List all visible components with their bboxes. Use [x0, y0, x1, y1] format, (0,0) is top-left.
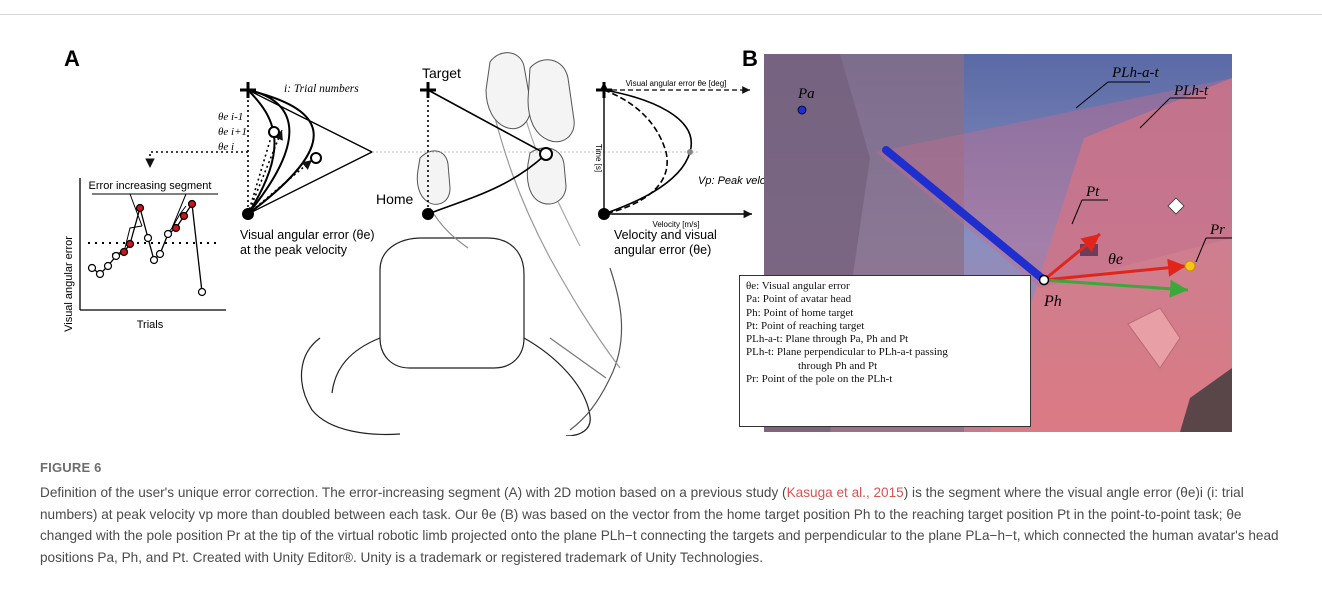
legend-line-3: Ph: Point of home target — [746, 307, 1024, 320]
ph-marker — [1040, 276, 1049, 285]
vel-time-label: Time [s] — [594, 144, 603, 172]
label-pl-ht: PLh-t — [1173, 83, 1209, 99]
target-label: Target — [422, 65, 461, 81]
figure-caption: Definition of the user's unique error co… — [40, 482, 1295, 568]
error-chart-y-label: Visual angular error — [63, 236, 75, 332]
citation-link[interactable]: Kasuga et al., 2015 — [787, 485, 904, 500]
error-chart-x-label: Trials — [137, 319, 164, 331]
legend-line-2: Pa: Point of avatar head — [746, 293, 1024, 306]
label-pl-hat: PLh-a-t — [1111, 65, 1159, 81]
vel-caption-1: Velocity and visual — [614, 228, 717, 242]
figure-svg: A i: Trial numbers θe i-1 θe — [50, 38, 1280, 436]
legend-line-8: Pr: Point of the pole on the PLh-t — [746, 373, 1024, 386]
peak-caption-2: at the peak velocity — [240, 243, 348, 257]
label-theta: θe — [1108, 251, 1123, 268]
legend-line-1: θe: Visual angular error — [746, 280, 1024, 293]
trajectory-fan — [248, 90, 372, 214]
top-rule — [0, 14, 1322, 15]
label-pt: Pt — [1085, 184, 1100, 200]
label-ph: Ph — [1043, 293, 1062, 310]
panel-b-legend: θe: Visual angular error Pa: Point of av… — [739, 275, 1031, 427]
pa-marker — [798, 106, 806, 114]
panel-a-label: A — [64, 46, 80, 71]
vel-caption-2: angular error (θe) — [614, 243, 711, 257]
label-pr: Pr — [1209, 222, 1225, 238]
error-increasing-label: Error increasing segment — [89, 180, 212, 192]
legend-line-6: PLh-t: Plane perpendicular to PLh-a-t pa… — [746, 346, 1024, 359]
peak-caption-1: Visual angular error (θe) — [240, 228, 375, 242]
panel-b-label: B — [742, 46, 758, 71]
trial-numbers-label: i: Trial numbers — [284, 83, 359, 95]
vel-top-axis-label: Visual angular error θe [deg] — [626, 79, 727, 88]
velocity-chart: Visual angular error θe [deg] Time [s] V… — [594, 79, 784, 257]
theta-label-1: θe i-1 — [218, 111, 243, 123]
label-pa: Pa — [797, 86, 815, 102]
legend-line-4: Pt: Point of reaching target — [746, 320, 1024, 333]
error-chart: Visual angular error Trials Error increa… — [63, 178, 226, 332]
legend-line-7: through Ph and Pt — [746, 360, 1024, 373]
home-label: Home — [376, 191, 414, 207]
link-arrow — [150, 152, 248, 168]
avatar-sketch — [302, 98, 622, 436]
caption-text-1: Definition of the user's unique error co… — [40, 485, 787, 500]
figure-6: A i: Trial numbers θe i-1 θe — [50, 38, 1280, 436]
theta-label-2: θe i+1 — [218, 126, 247, 138]
figure-title: FIGURE 6 — [40, 460, 102, 475]
legend-line-5: PLh-a-t: Plane through Pa, Ph and Pt — [746, 333, 1024, 346]
